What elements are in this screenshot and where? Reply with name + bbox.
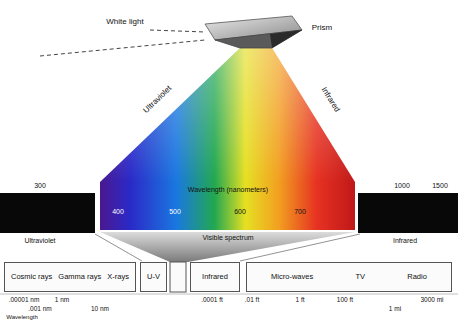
wavelength-tick: 1000 bbox=[394, 182, 410, 190]
fan-shading bbox=[100, 48, 355, 182]
scale-rule bbox=[0, 294, 458, 295]
band-name: Gamma rays bbox=[56, 273, 103, 281]
prism-label: Prism bbox=[312, 24, 332, 33]
band-name: Radio bbox=[405, 273, 429, 281]
wavelength-tick: 700 bbox=[294, 208, 306, 216]
scale-value: 1 mi bbox=[389, 305, 401, 312]
visible-band-box bbox=[170, 262, 186, 292]
band-label: Ultraviolet bbox=[142, 84, 174, 115]
scale-value: 3000 mi bbox=[420, 296, 443, 303]
band-name: U-V bbox=[145, 273, 162, 281]
band-label: Infrared bbox=[393, 237, 417, 245]
guide-lines bbox=[95, 234, 360, 261]
light-label: White light bbox=[106, 18, 143, 27]
scale-value: 1 nm bbox=[55, 296, 69, 303]
scale-value: .01 ft bbox=[245, 296, 259, 303]
prism bbox=[205, 16, 302, 48]
band-name: X-rays bbox=[105, 273, 131, 281]
band-name: Cosmic rays bbox=[9, 273, 54, 281]
dispersed-light-fan bbox=[100, 48, 355, 182]
visible-spectrum-bar bbox=[100, 182, 355, 230]
scale-value: 100 ft bbox=[337, 296, 353, 303]
white-light-rays bbox=[40, 30, 205, 56]
wavelength-tick: 600 bbox=[234, 208, 246, 216]
band-label: Ultraviolet bbox=[24, 237, 55, 245]
band-name: Micro-waves bbox=[269, 273, 315, 281]
visible-funnel bbox=[100, 232, 355, 262]
axis-title: Wavelength (nanometers) bbox=[188, 186, 268, 194]
scale-title: Wavelength bbox=[6, 314, 37, 321]
scale-value: .00001 nm bbox=[9, 296, 40, 303]
ultraviolet-bar bbox=[0, 193, 95, 233]
spectrum-band-box: Cosmic raysGamma raysX-rays bbox=[4, 262, 136, 292]
spectrum-band-box: Infrared bbox=[190, 262, 240, 292]
scale-value: .0001 ft bbox=[201, 296, 223, 303]
wavelength-tick: 1500 bbox=[432, 182, 448, 190]
wavelength-tick: 500 bbox=[169, 208, 181, 216]
infrared-bar bbox=[358, 193, 458, 233]
spectrum-band-box: U-V bbox=[140, 262, 167, 292]
spectrum-band-box: Micro-waves TV Radio bbox=[246, 262, 452, 292]
wavelength-tick: 300 bbox=[34, 182, 46, 190]
band-label: Visible spectrum bbox=[202, 234, 253, 242]
band-label: Infrared bbox=[319, 86, 341, 114]
wavelength-tick: 400 bbox=[112, 208, 124, 216]
scale-value: 10 nm bbox=[91, 305, 109, 312]
band-name: Infrared bbox=[200, 273, 230, 281]
scale-value: .001 nm bbox=[28, 305, 52, 312]
band-name: TV bbox=[353, 273, 367, 281]
scale-value: 1 ft bbox=[295, 296, 304, 303]
